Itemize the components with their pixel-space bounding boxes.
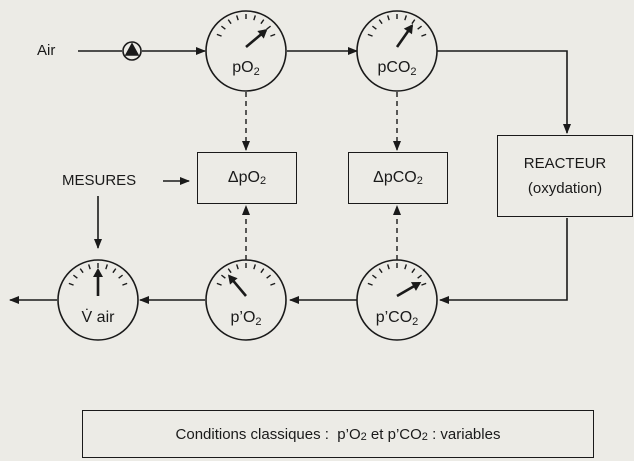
- pco2-to-reactor-line: [437, 50, 571, 134]
- gauge-pco2-label: pCO2: [377, 59, 417, 78]
- reactor-title: REACTEUR: [523, 154, 607, 172]
- mesures-label: MESURES: [62, 172, 137, 189]
- gauge-po2-icon: [205, 10, 287, 92]
- conditions-prefix: Conditions classiques :: [175, 425, 329, 443]
- gauge-vair-label: V̇ air: [81, 309, 115, 326]
- gauge-vair-icon: [57, 259, 139, 341]
- gauge-pprime-co2-label: p’CO2: [375, 309, 419, 328]
- gauge-pprime-o2-icon: [205, 259, 287, 341]
- reactor-to-pprime-co2-line: [439, 218, 568, 304]
- gauge-pco2-icon: [356, 10, 438, 92]
- reactor-subtitle: (oxydation): [527, 180, 603, 197]
- gauge-po2-label: pO2: [232, 59, 260, 78]
- reactor-box: REACTEUR (oxydation): [497, 135, 633, 217]
- pump-icon: [122, 41, 142, 61]
- gauge-pprime-co2-icon: [356, 259, 438, 341]
- air-label: Air: [37, 42, 56, 59]
- gauge-pprime-o2-label: p’O2: [230, 309, 262, 328]
